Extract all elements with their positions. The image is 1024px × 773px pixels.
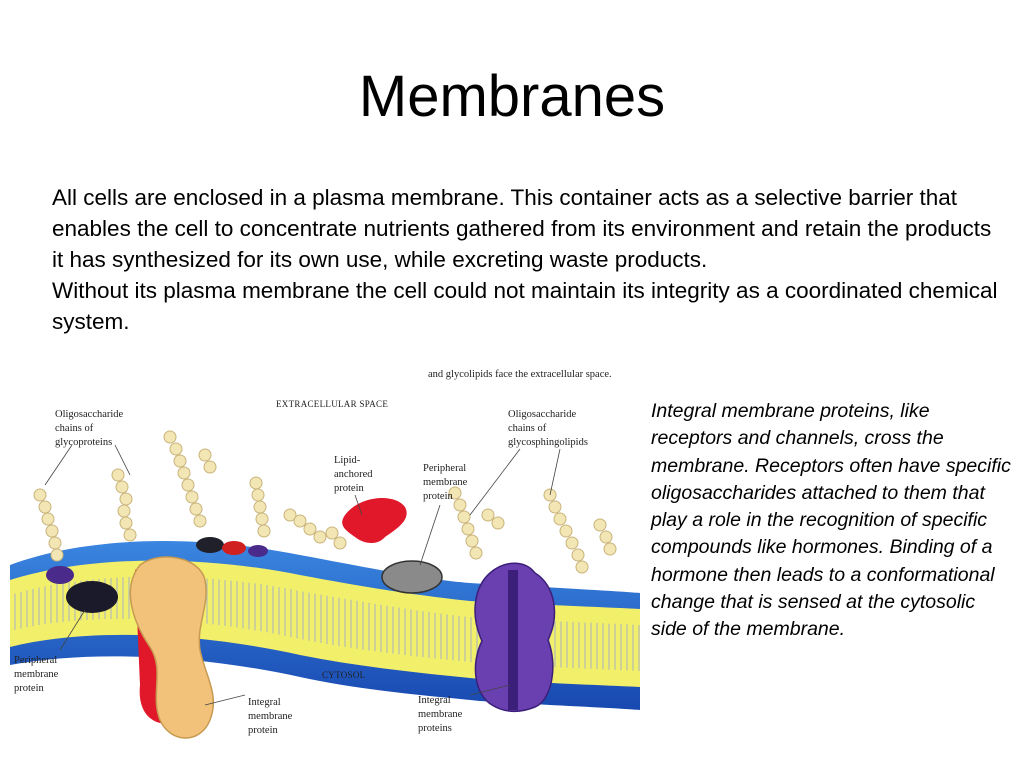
small-purple-protein (248, 545, 268, 557)
label-integral-right: Integral membrane proteins (418, 695, 463, 734)
channel-pore (508, 570, 518, 710)
label-oligo-glycoproteins: Oligosaccharide chains of glycoproteins (55, 409, 124, 448)
svg-text:Integral: Integral (248, 697, 281, 708)
svg-text:Peripheral: Peripheral (423, 463, 466, 474)
peripheral-protein-gray (381, 560, 443, 594)
label-cytosol: CYTOSOL (322, 670, 365, 680)
oligosaccharide-chains (33, 430, 617, 574)
svg-text:glycoproteins: glycoproteins (55, 437, 112, 448)
svg-text:membrane: membrane (14, 669, 59, 680)
svg-text:membrane: membrane (248, 711, 293, 722)
label-integral-center: Integral membrane protein (248, 697, 293, 736)
figure-cut-text: and glycolipids face the extracellular s… (428, 369, 612, 380)
peripheral-protein-left (66, 581, 118, 613)
small-red-protein (222, 541, 246, 555)
svg-text:proteins: proteins (418, 723, 452, 734)
svg-text:Peripheral: Peripheral (14, 655, 57, 666)
svg-text:protein: protein (248, 725, 278, 736)
label-extracellular-space: EXTRACELLULAR SPACE (276, 399, 388, 409)
caption-text: Integral membrane proteins, like recepto… (651, 400, 1011, 641)
label-lipid-anchored: Lipid- anchored protein (334, 455, 373, 494)
tan-integral-protein (129, 556, 215, 739)
svg-text:glycosphingolipids: glycosphingolipids (508, 437, 588, 448)
svg-text:Oligosaccharide: Oligosaccharide (55, 409, 124, 420)
intro-paragraph-2: Without its plasma membrane the cell cou… (52, 278, 998, 334)
svg-text:anchored: anchored (334, 469, 373, 480)
intro-paragraph-1: All cells are enclosed in a plasma membr… (52, 185, 992, 272)
label-peripheral-top: Peripheral membrane protein (423, 463, 468, 502)
left-purple-cluster (46, 566, 74, 584)
label-oligo-glycosphingolipids: Oligosaccharide chains of glycosphingoli… (508, 409, 588, 448)
intro-text: All cells are enclosed in a plasma membr… (52, 182, 1002, 337)
svg-text:Lipid-: Lipid- (334, 455, 361, 466)
svg-text:membrane: membrane (418, 709, 463, 720)
small-dark-protein (196, 537, 224, 553)
svg-text:membrane: membrane (423, 477, 468, 488)
svg-text:protein: protein (14, 683, 44, 694)
label-peripheral-left: Peripheral membrane protein (14, 655, 59, 694)
leader-lines (44, 444, 561, 706)
lipid-anchored-protein (342, 497, 407, 543)
svg-text:Integral: Integral (418, 695, 451, 706)
svg-text:chains of: chains of (508, 423, 547, 434)
svg-text:Oligosaccharide: Oligosaccharide (508, 409, 577, 420)
membrane-diagram-svg: and glycolipids face the extracellular s… (10, 369, 640, 739)
membrane-diagram: and glycolipids face the extracellular s… (0, 365, 640, 768)
svg-text:protein: protein (334, 483, 364, 494)
svg-text:protein: protein (423, 491, 453, 502)
slide-title: Membranes (358, 64, 666, 129)
svg-text:chains of: chains of (55, 423, 94, 434)
